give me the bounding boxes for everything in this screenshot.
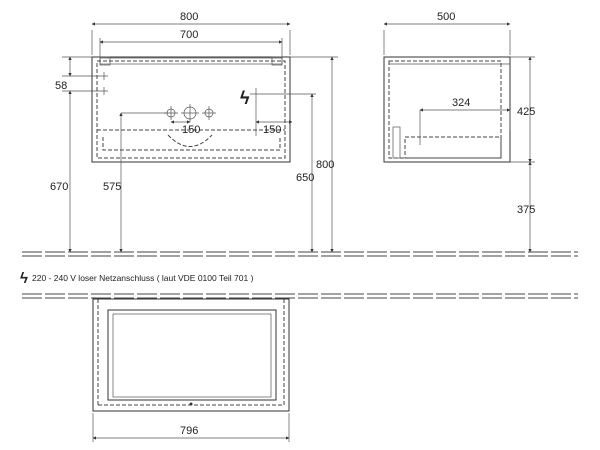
dim-width-total: 800 (180, 11, 198, 23)
tap-hole-center (181, 104, 199, 122)
plan-drawer-inner (112, 313, 272, 398)
side-cabinet-outline (383, 56, 511, 163)
front-drawer-edge (97, 129, 285, 151)
dim-height-overall: 800 (316, 159, 334, 171)
dim-width-inner: 700 (180, 29, 198, 41)
floor-line (22, 251, 578, 257)
dim-height-top: 670 (50, 181, 68, 193)
front-view: ϟ 800 700 58 670 575 150 150 650 (50, 11, 338, 253)
front-hanger-right (271, 56, 283, 66)
note-power-icon: ϟ (20, 270, 28, 287)
dim-floor-height: 375 (517, 204, 535, 216)
front-siphon-arc (167, 134, 213, 147)
dim-spacing-left: 150 (182, 124, 200, 136)
outlet-cross (250, 88, 262, 100)
dim-spacing-right: 150 (263, 124, 281, 136)
dim-height-outlet: 575 (103, 181, 121, 193)
dim-plan-width: 796 (180, 425, 198, 437)
fixing-point-mark (100, 72, 108, 95)
dim-inner-depth: 324 (452, 97, 470, 109)
front-cabinet-outline (91, 56, 291, 163)
plan-side-panels (97, 299, 285, 405)
plan-handle (189, 402, 193, 406)
front-power-icon: ϟ (240, 88, 250, 108)
plan-view: 796 (22, 293, 578, 442)
side-inner-panel (388, 60, 502, 159)
plan-drawer-outline (107, 309, 277, 401)
plan-cabinet-outline (92, 298, 290, 412)
tap-hole-right (202, 106, 216, 120)
dim-height-right: 650 (296, 172, 314, 184)
dim-top-offset: 58 (55, 80, 67, 92)
front-inner-panel (96, 60, 286, 159)
note-text: 220 - 240 V loser Netzanschluss ( laut V… (32, 273, 254, 283)
side-plinth-block (392, 126, 401, 159)
dim-depth-total: 500 (437, 11, 455, 23)
power-note: ϟ 220 - 240 V loser Netzanschluss ( laut… (20, 270, 254, 287)
side-drawer (404, 136, 502, 159)
front-hanger-left (99, 56, 111, 66)
side-view: 500 324 425 375 (383, 11, 535, 253)
dim-cabinet-height: 425 (517, 106, 535, 118)
